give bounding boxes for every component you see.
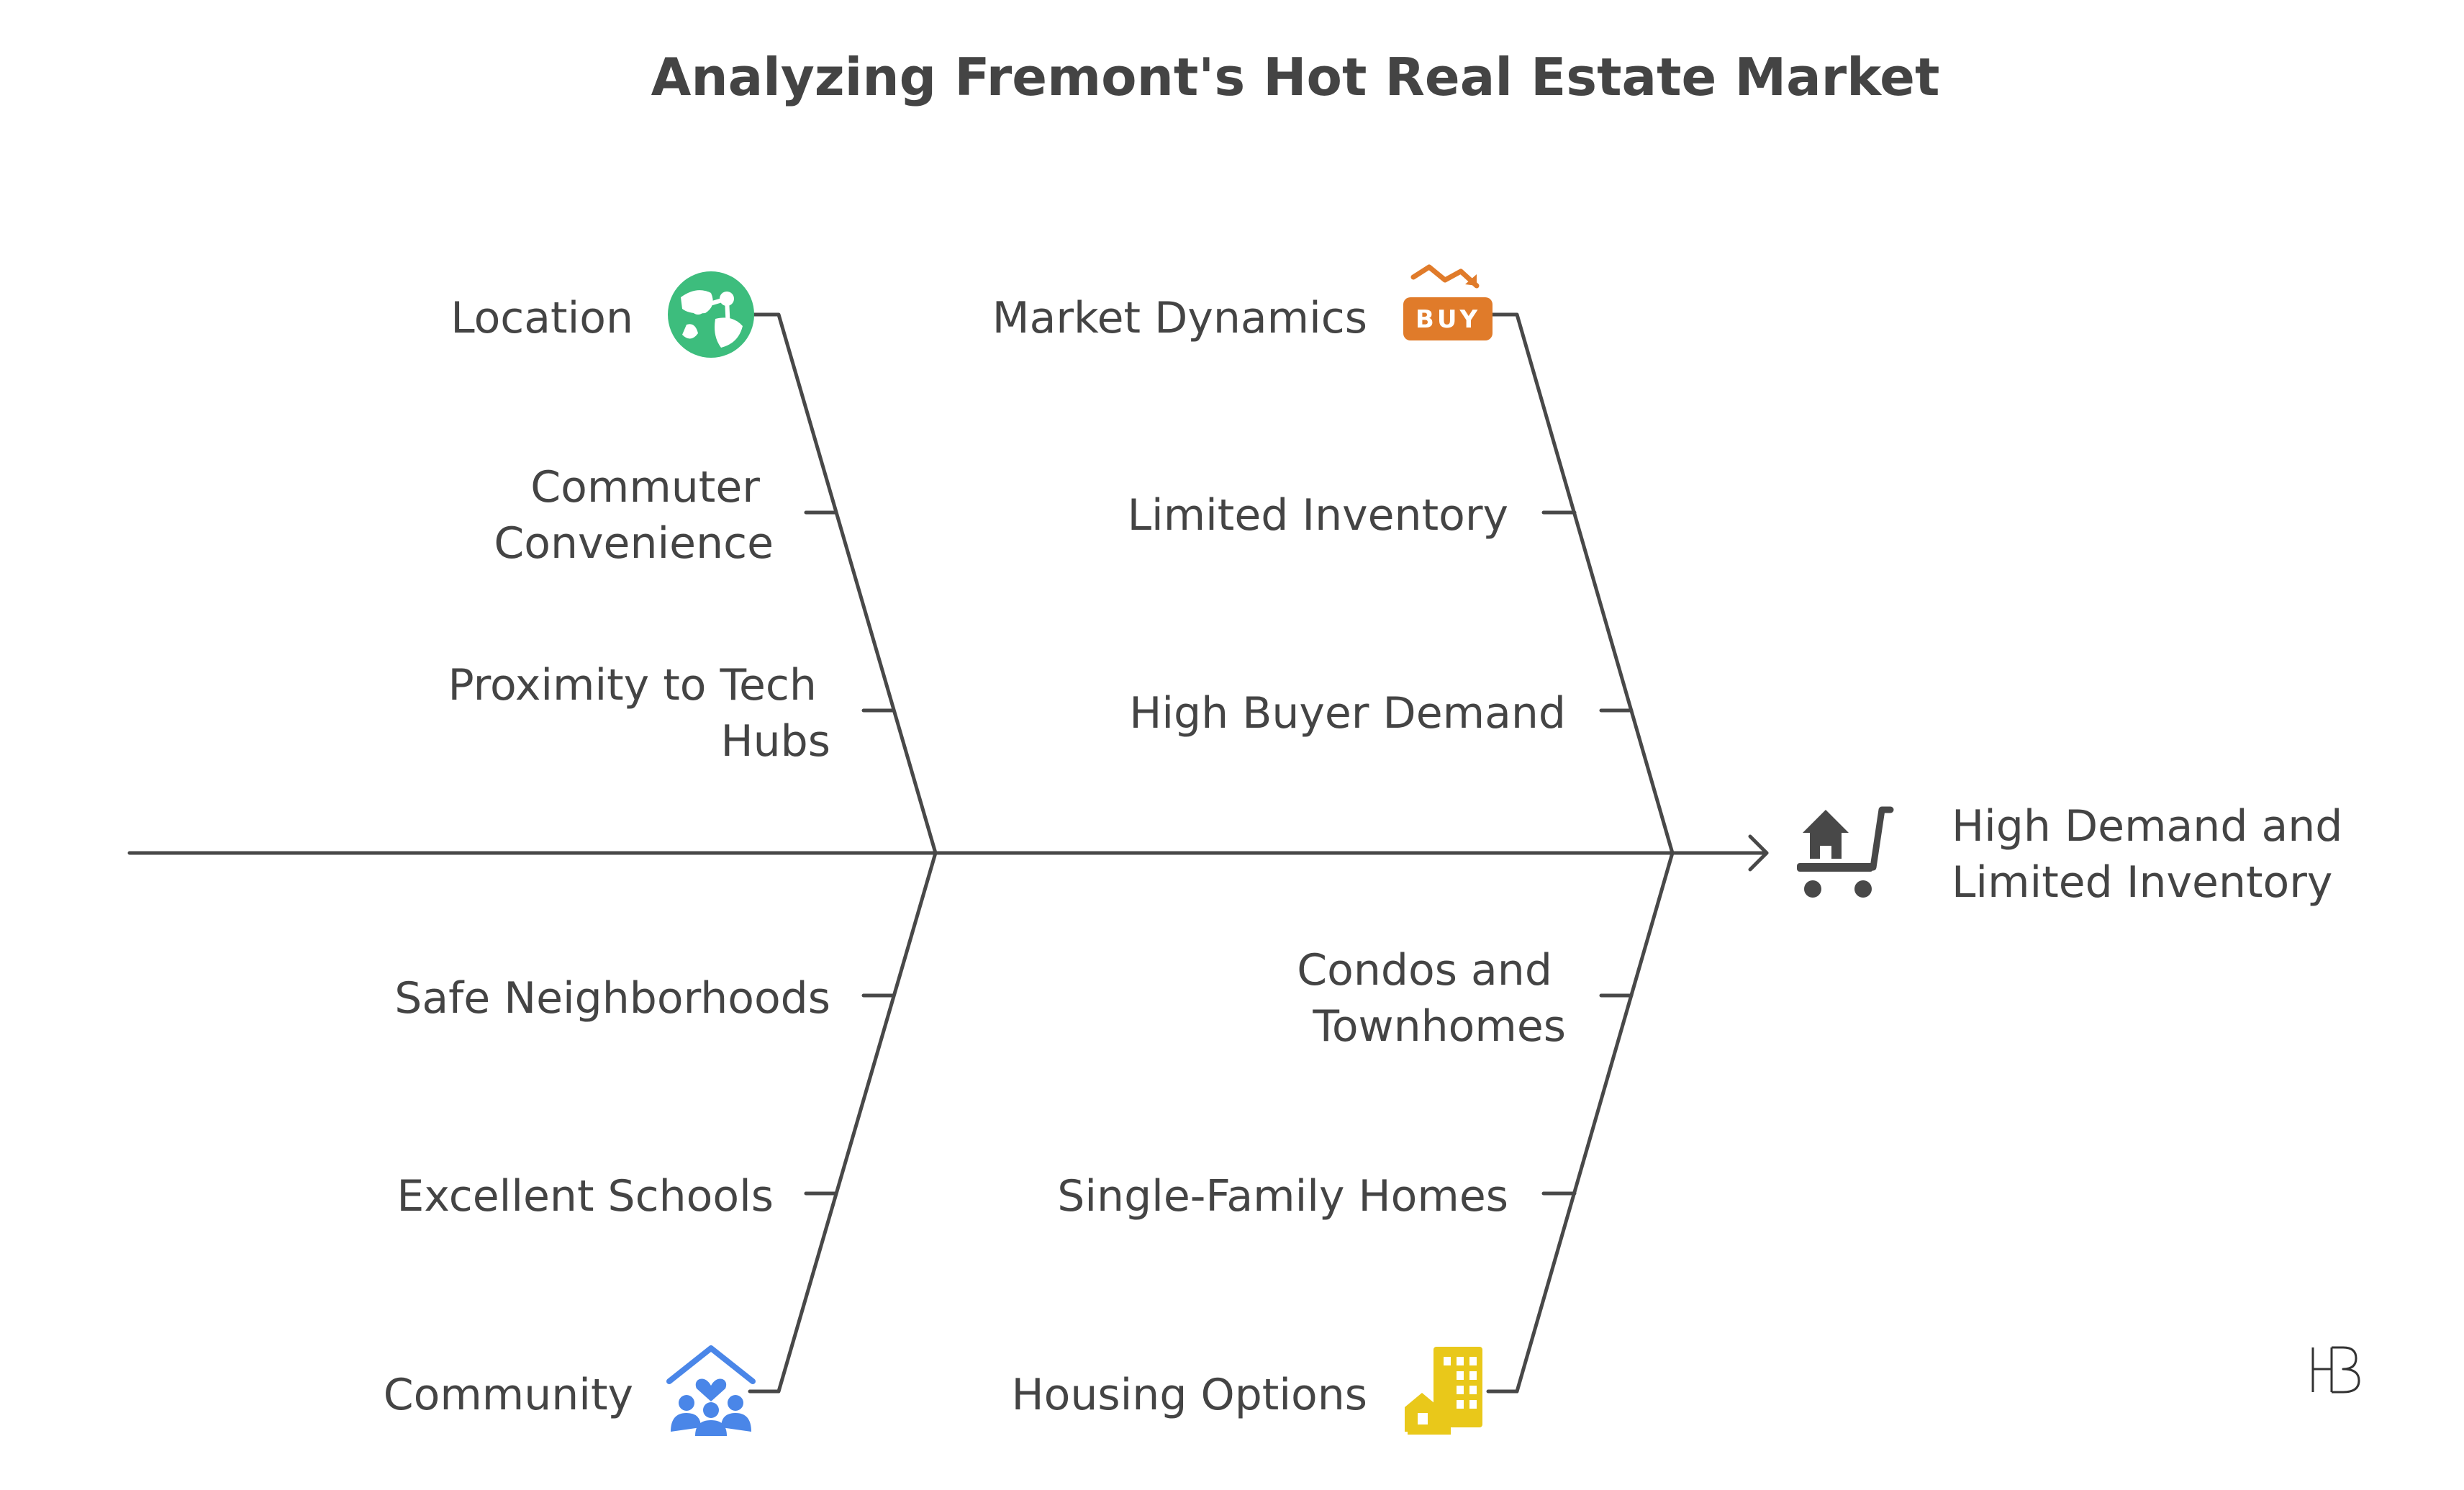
community-house-icon	[666, 1345, 756, 1436]
category-label-market-dynamics: Market Dynamics	[992, 293, 1367, 343]
cause-label-commuter-convenience: Commuter Convenience	[494, 462, 774, 569]
cause-label-proximity-tech-hubs: Proximity to Tech Hubs	[448, 660, 830, 767]
category-label-location: Location	[450, 293, 633, 343]
buy-icon-text: BUY	[1416, 305, 1480, 334]
cause-label-excellent-schools: Excellent Schools	[397, 1171, 774, 1222]
cause-label-high-buyer-demand: High Buyer Demand	[1129, 688, 1566, 739]
spine-arrowhead	[1748, 834, 1769, 872]
buildings-icon	[1405, 1347, 1482, 1435]
effect-label: High Demand and Limited Inventory	[1952, 801, 2356, 908]
cause-label-safe-neighborhoods: Safe Neighborhoods	[394, 973, 830, 1024]
category-label-community: Community	[384, 1370, 633, 1420]
bone-housing-options	[1486, 851, 1675, 1394]
category-label-housing-options: Housing Options	[1012, 1370, 1367, 1420]
bone-community	[748, 851, 938, 1394]
cause-label-limited-inventory: Limited Inventory	[1128, 490, 1508, 541]
cause-label-condos-townhomes: Condos and Townhomes	[1297, 945, 1566, 1052]
bone-location	[748, 312, 938, 855]
hb-watermark-logo	[2311, 1346, 2360, 1394]
bone-market-dynamics	[1486, 312, 1675, 855]
buy-price-drop-icon: BUY	[1403, 264, 1493, 340]
cause-label-single-family-homes: Single-Family Homes	[1057, 1171, 1508, 1222]
globe-network-icon	[668, 271, 754, 358]
diagram-title: Analyzing Fremont's Hot Real Estate Mark…	[651, 47, 1940, 107]
shopping-cart-house-icon	[1797, 806, 1894, 898]
